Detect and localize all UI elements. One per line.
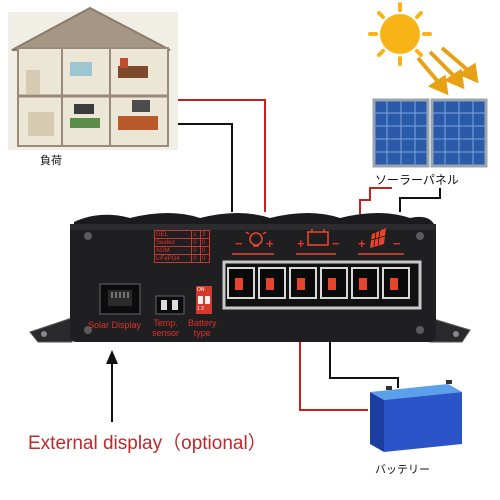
battery-type-name: AGM <box>153 246 193 255</box>
solar-display-port-label: Solar Display <box>88 320 142 330</box>
load-wires <box>178 99 266 212</box>
rj-port <box>99 283 141 315</box>
battery-minus-sign: − <box>332 236 340 251</box>
battery-type-name: GEL <box>153 230 193 239</box>
battery-type-label-line1: Battery <box>188 318 217 328</box>
switch-value: 0 <box>191 254 202 263</box>
table-row: AGM 0 0 <box>153 246 210 255</box>
external-display-label: External display（optional） <box>28 433 267 454</box>
terminal-block <box>222 260 422 310</box>
dip-switch <box>196 286 212 314</box>
table-row: LiFePO4 0 0 <box>153 254 210 263</box>
battery-type-label-line2: type <box>193 328 211 338</box>
battery-type-table: GEL 1 2 Sealed 0 0 AGM 0 0 LiFePO4 0 0 <box>153 230 210 263</box>
load-label: 負荷 <box>40 154 62 167</box>
temp-sensor-port <box>155 295 185 315</box>
load-plus-sign: + <box>266 236 274 251</box>
solar-panels <box>372 98 488 168</box>
table-row: Sealed 0 0 <box>153 238 210 247</box>
temp-sensor-label-line1: Temp. <box>153 318 178 328</box>
pv-minus-sign: − <box>393 236 401 251</box>
house-illustration <box>8 6 178 150</box>
pv-plus-sign: + <box>358 236 366 251</box>
switch-value: 2 <box>200 230 210 239</box>
battery-plus-sign: + <box>297 236 305 251</box>
switch-value: 0 <box>191 238 202 247</box>
table-row: GEL 1 2 <box>153 230 210 239</box>
sun-icon <box>368 2 432 66</box>
sunlight-arrows <box>416 46 479 96</box>
temp-sensor-label-line2: sensor <box>152 328 180 338</box>
battery-icon <box>307 229 329 246</box>
dip-numbers-label: 1 2 <box>197 306 204 312</box>
temp-sensor-label: Temp. sensor <box>152 318 179 338</box>
battery-type-label: Battery type <box>188 318 217 338</box>
solar-panel-label: ソーラーパネル <box>375 173 459 187</box>
solar-wires <box>359 187 441 214</box>
battery-type-name: Sealed <box>153 238 193 247</box>
external-display-arrow <box>106 350 118 422</box>
switch-value: 0 <box>200 238 210 247</box>
switch-value: 0 <box>200 246 210 255</box>
battery-illustration <box>370 380 462 452</box>
switch-value: 1 <box>191 230 202 239</box>
switch-value: 0 <box>191 246 202 255</box>
switch-value: 0 <box>200 254 210 263</box>
battery-type-name: LiFePO4 <box>153 254 193 263</box>
load-bulb-icon <box>245 231 267 247</box>
battery-label: バッテリー <box>375 463 430 476</box>
load-minus-sign: − <box>235 236 243 251</box>
dip-on-label: ON <box>197 287 205 293</box>
